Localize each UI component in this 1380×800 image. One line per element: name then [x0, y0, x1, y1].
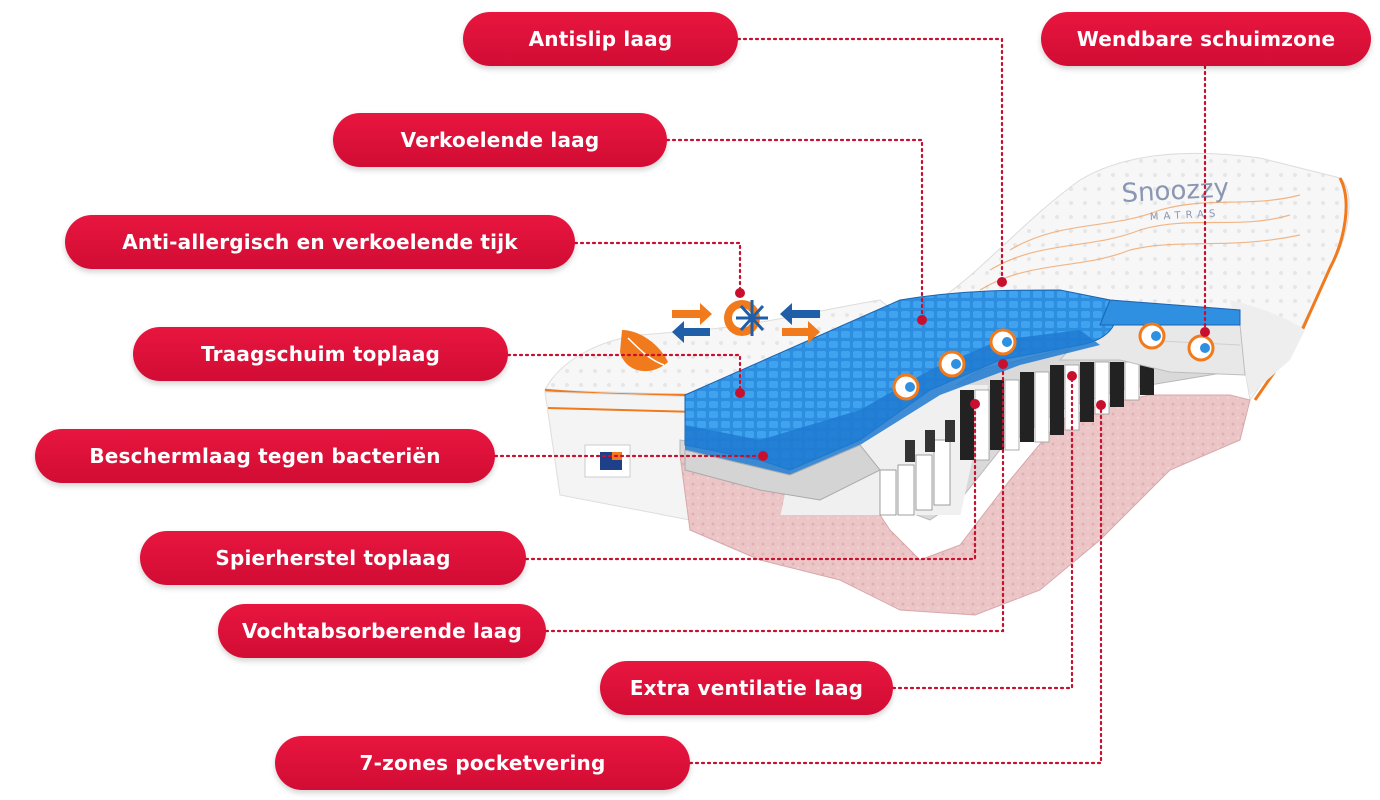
pink-base-layer: [679, 394, 1251, 616]
label-wendbare-schuimzone: Wendbare schuimzone: [1041, 12, 1371, 66]
label-pocketvering: 7-zones pocketvering: [275, 736, 690, 790]
leader-tijk: [573, 241, 742, 295]
label-traagschuim: Traagschuim toplaag: [133, 327, 508, 381]
leader-verkoel: [665, 138, 924, 322]
label-tijk: Anti-allergisch en verkoelende tijk: [65, 215, 575, 269]
cell-beads: [892, 322, 1215, 401]
leader-antislip: [736, 37, 1004, 284]
label-extra-ventilatie: Extra ventilatie laag: [600, 661, 893, 715]
label-spierherstel: Spierherstel toplaag: [140, 531, 526, 585]
leader-spier: [524, 402, 977, 561]
leader-traag: [506, 353, 742, 395]
cover-foot-section: [544, 299, 907, 396]
leader-pocket: [688, 403, 1103, 765]
leader-vent: [891, 374, 1074, 690]
leader-lines: [493, 37, 1207, 765]
label-antislip: Antislip laag: [463, 12, 738, 66]
label-verkoelende-laag: Verkoelende laag: [333, 113, 667, 167]
brand-logo-sub: MATRAS: [1150, 208, 1221, 223]
climate-icons: [620, 300, 820, 372]
leader-vocht: [544, 362, 1005, 633]
brand-logo: Snoozzy: [1121, 173, 1230, 209]
leader-dots: [735, 277, 1210, 461]
label-vochtabsorberend: Vochtabsorberende laag: [218, 604, 546, 658]
label-beschermlaag: Beschermlaag tegen bacteriën: [35, 429, 495, 483]
